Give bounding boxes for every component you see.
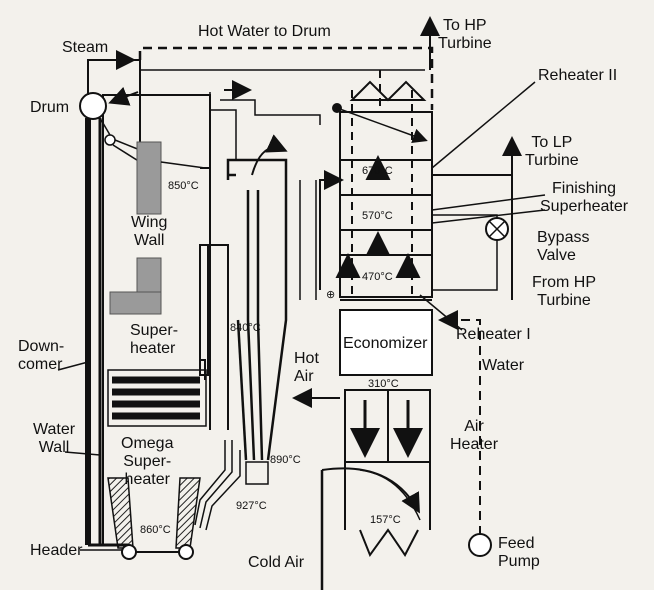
label-reheater-i: Reheater I xyxy=(456,326,531,343)
label-header: Header xyxy=(30,542,83,559)
temp-927: 927°C xyxy=(236,500,267,512)
label-air-heater: Air Heater xyxy=(450,418,499,453)
omega-superheater-tubes xyxy=(112,376,200,420)
backpass xyxy=(339,111,433,298)
label-omega-superheater: Omega Super- heater xyxy=(121,435,174,488)
label-to-lp-turbine: To LP Turbine xyxy=(525,134,579,169)
label-water-wall: Water Wall xyxy=(33,421,76,456)
svg-text:⊕: ⊕ xyxy=(326,289,335,301)
temp-860: 860°C xyxy=(140,524,171,536)
temp-890: 890°C xyxy=(270,454,301,466)
label-hot-water-to-drum: Hot Water to Drum xyxy=(198,23,331,40)
temp-850: 850°C xyxy=(168,180,199,192)
label-from-hp-turbine: From HP Turbine xyxy=(532,274,596,309)
header-left xyxy=(121,544,137,560)
label-economizer: Economizer xyxy=(343,335,428,352)
economizer-box xyxy=(339,309,433,376)
steam-line xyxy=(87,50,141,180)
label-downcomer: Down- comer xyxy=(18,338,65,373)
label-reheater-ii: Reheater II xyxy=(538,67,618,84)
wing-wall-panel xyxy=(136,141,162,215)
header-right xyxy=(178,544,194,560)
feed-pump-symbol xyxy=(468,533,492,557)
label-drum: Drum xyxy=(30,99,70,116)
label-steam: Steam xyxy=(62,39,109,56)
temp-157: 157°C xyxy=(370,514,401,526)
label-hot-air: Hot Air xyxy=(294,350,319,385)
temp-470: 470°C xyxy=(362,271,393,283)
temp-670: 670°C xyxy=(362,165,393,177)
hot-water-line xyxy=(138,46,434,110)
label-cold-air: Cold Air xyxy=(248,554,305,571)
air-heater-box xyxy=(344,389,431,558)
temp-570: 570°C xyxy=(362,210,393,222)
cyclone xyxy=(226,158,288,485)
temp-840: 840°C xyxy=(230,322,261,334)
label-water: Water xyxy=(482,357,525,374)
label-to-hp-turbine: To HP Turbine xyxy=(438,17,492,52)
drum-symbol xyxy=(79,92,107,120)
label-feed-pump: Feed Pump xyxy=(498,535,540,570)
temp-310: 310°C xyxy=(368,378,399,390)
label-bypass-valve: Bypass Valve xyxy=(537,229,590,264)
label-finishing-superheater: Finishing Superheater xyxy=(540,180,629,215)
label-superheater: Super- heater xyxy=(130,322,179,357)
label-wing-wall: Wing Wall xyxy=(131,214,168,249)
